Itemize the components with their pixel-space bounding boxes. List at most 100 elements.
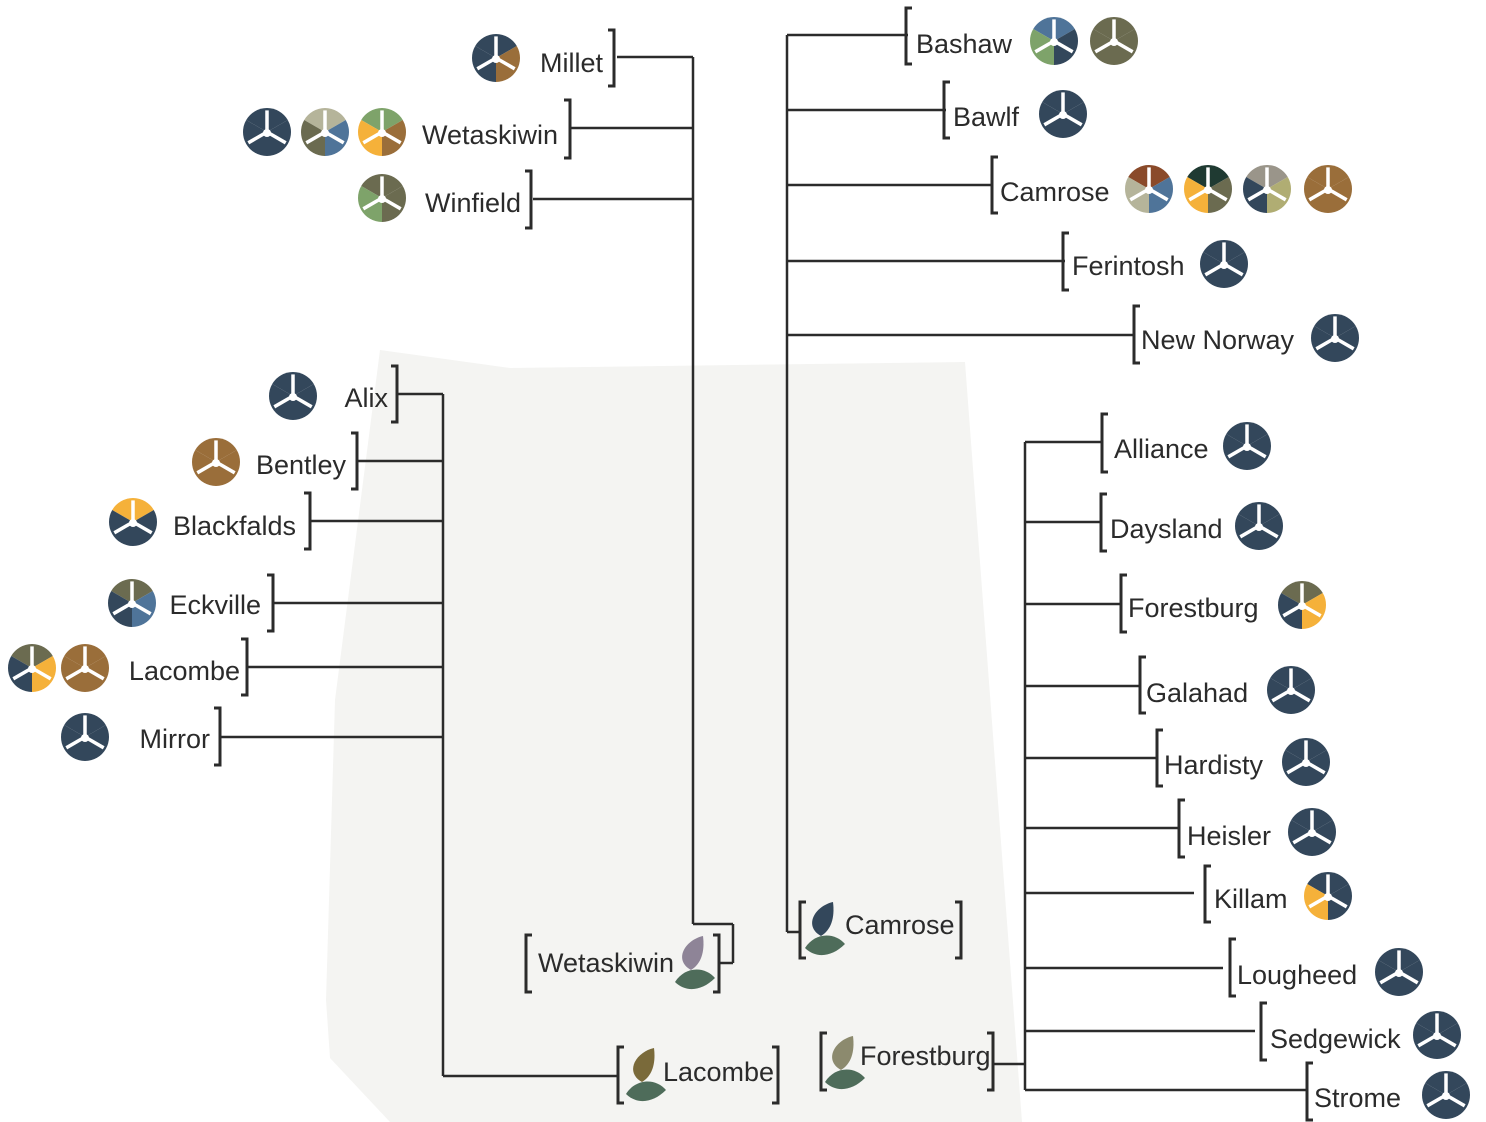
node-label: Blackfalds [173, 511, 296, 541]
badge-hub [1308, 829, 1316, 837]
badge-icon [108, 579, 156, 627]
bracket [1259, 1001, 1267, 1062]
badge-hub [321, 129, 329, 137]
bracket [267, 573, 275, 633]
leaf-bottom [825, 1069, 865, 1090]
bracket [1100, 412, 1108, 474]
badge-icon [1235, 501, 1284, 550]
bracket [1155, 728, 1163, 788]
leaf-top [682, 936, 704, 970]
leaf-bottom [805, 935, 845, 956]
badge-hub [492, 55, 500, 63]
node-label: Alix [344, 383, 388, 413]
node-label: Killam [1214, 884, 1288, 914]
node-label: Galahad [1146, 678, 1248, 708]
badge-icon [1267, 665, 1315, 714]
bracket [1203, 864, 1211, 924]
badge-hub [1442, 1092, 1450, 1100]
badge-hub [1395, 969, 1403, 977]
badge-icon [472, 34, 520, 82]
node-label: Daysland [1110, 514, 1223, 544]
badge-icon [1038, 89, 1088, 138]
leaf-icon [805, 902, 845, 956]
node-label: Lacombe [129, 656, 240, 686]
node-label: Millet [540, 48, 604, 78]
bracket [1061, 231, 1069, 292]
badge-hub [378, 195, 386, 203]
badge-hub [1145, 186, 1153, 194]
badge-icon [1422, 1070, 1470, 1119]
bracket [1305, 1061, 1313, 1122]
bracket [772, 1045, 780, 1105]
bracket [524, 933, 532, 994]
bracket [904, 6, 912, 66]
badge-hub [1324, 893, 1332, 901]
badge-hub [1110, 38, 1118, 46]
bracket [351, 431, 359, 491]
badge-icon [109, 498, 157, 546]
badge-icon [1223, 421, 1272, 470]
node-label: Camrose [845, 910, 955, 940]
node-label: Mirror [140, 724, 210, 754]
node-label: Winfield [425, 188, 521, 218]
region-shape [326, 350, 1022, 1122]
bracket [955, 900, 963, 960]
node-label: New Norway [1141, 325, 1295, 355]
badge-icon [358, 108, 406, 156]
badge-hub [263, 129, 271, 137]
node-label: Wetaskiwin [538, 948, 674, 978]
bracket [616, 1045, 624, 1105]
badge-icon [1030, 16, 1079, 65]
badge-hub [1287, 687, 1295, 695]
leaf-icon [626, 1048, 666, 1102]
connector-lines [220, 33, 1307, 1092]
badge-hub [289, 393, 297, 401]
node-label: Wetaskiwin [422, 120, 558, 150]
node-label: Lacombe [663, 1057, 774, 1087]
badge-icon [8, 644, 57, 692]
badge-icon [269, 372, 317, 420]
leaf-top [633, 1048, 655, 1082]
badge-hub [1331, 335, 1339, 343]
badge-icon [1090, 16, 1139, 65]
bracket [608, 28, 616, 88]
badge-icon [1184, 164, 1233, 213]
badge-icon [1311, 313, 1359, 362]
badge-hub [1243, 443, 1251, 451]
badge-icon [243, 108, 292, 156]
badge-icon [1375, 947, 1424, 996]
leaf-top [832, 1036, 854, 1070]
badge-hub [378, 129, 386, 137]
badge-icon [1125, 164, 1173, 213]
bracket [798, 900, 806, 960]
bracket [990, 155, 998, 215]
bracket [1099, 492, 1107, 553]
badge-icon [300, 108, 349, 156]
badge-hub [1204, 186, 1212, 194]
bracket [241, 637, 249, 697]
badge-hub [1298, 602, 1306, 610]
badge-icon [192, 438, 241, 486]
node-label: Alliance [1114, 434, 1209, 464]
node-label: Bashaw [916, 29, 1013, 59]
badge-icon [1304, 872, 1353, 920]
node-label: Forestburg [860, 1041, 991, 1071]
bracket [1138, 655, 1146, 715]
node-label: Bawlf [953, 102, 1020, 132]
badge-hub [1255, 523, 1263, 531]
node-label: Eckville [169, 590, 261, 620]
bracket [304, 491, 312, 551]
leaf-icon [675, 936, 715, 990]
node-label: Strome [1314, 1083, 1401, 1113]
bracket [214, 706, 222, 767]
bracket [1119, 573, 1127, 634]
badge-hub [1302, 759, 1310, 767]
leaf-bottom [675, 969, 715, 990]
badge-hub [129, 519, 137, 527]
badge-hub [1433, 1032, 1441, 1040]
badge-icon [1199, 239, 1249, 288]
badge-icon [358, 174, 406, 222]
badge-icon [1304, 164, 1353, 213]
bracket [564, 98, 572, 160]
